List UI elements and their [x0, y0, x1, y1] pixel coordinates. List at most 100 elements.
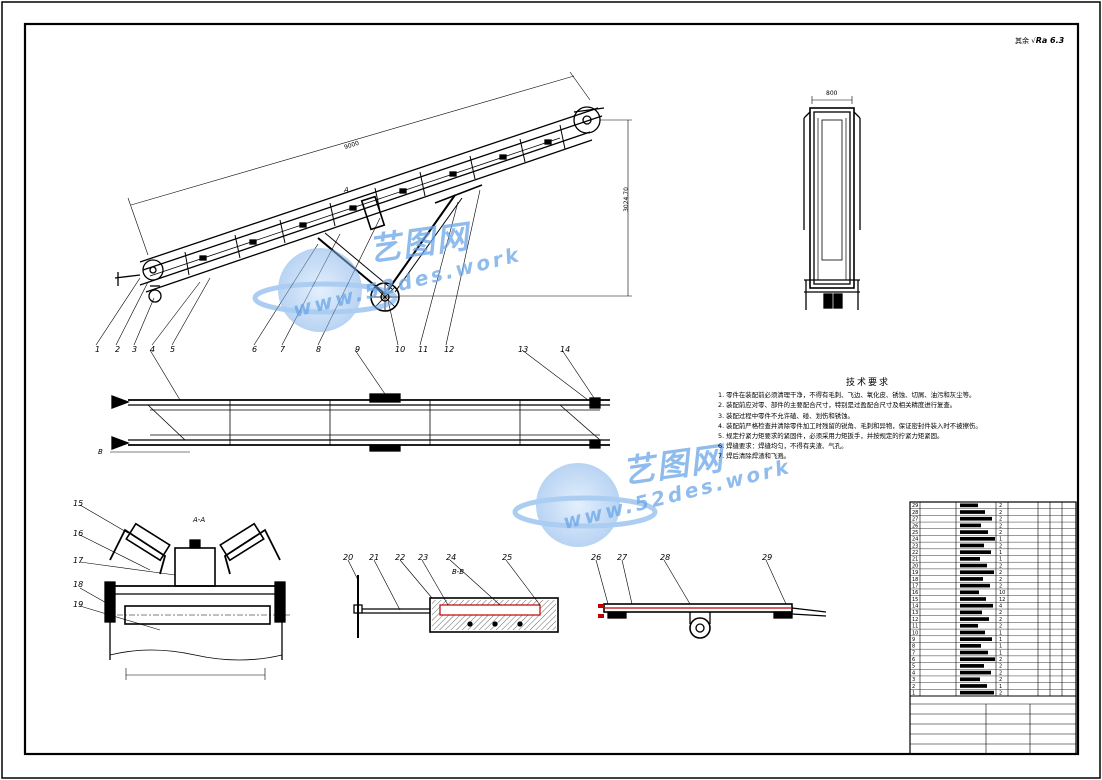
bom-item-number: 21	[912, 557, 918, 563]
bom-qty: 2	[999, 677, 1002, 683]
callout-27: 27	[617, 553, 628, 562]
bom-item-number: 13	[912, 610, 918, 616]
bom-name-cell	[960, 684, 987, 688]
bom-name-cell	[960, 690, 994, 695]
bom-name-cell	[960, 536, 995, 541]
bom-item-number: 1	[912, 691, 915, 697]
bom-item-number: 14	[912, 604, 918, 610]
bom-qty: 2	[999, 530, 1002, 536]
bom-qty: 2	[999, 583, 1002, 589]
tech-requirement-6: 6. 焊缝要求：焊缝均匀，不得有夹渣、气孔。	[718, 442, 848, 451]
bom-item-number: 16	[912, 590, 918, 596]
bom-qty: 12	[999, 597, 1005, 603]
bom-name-cell	[960, 563, 987, 568]
bom-qty: 2	[999, 670, 1002, 676]
bom-name-cell	[960, 670, 991, 675]
callout-5: 5	[170, 345, 176, 354]
bom-item-number: 25	[912, 530, 918, 536]
bom-qty: 1	[999, 644, 1002, 650]
part-detail-view	[598, 603, 827, 639]
technical-requirements: 技术要求 1. 零件在装配前必须清理干净，不得有毛刺、飞边、氧化皮、锈蚀、切屑、…	[718, 378, 1018, 462]
bom-qty: 1	[999, 630, 1002, 636]
callout-16: 16	[73, 529, 84, 538]
bom-name-cell	[960, 577, 983, 581]
callout-4: 4	[150, 345, 156, 354]
callout-29: 29	[762, 553, 773, 562]
bom-item-number: 17	[912, 583, 918, 589]
bom-item-number: 11	[912, 624, 918, 630]
section-b-label: B-B	[452, 568, 465, 576]
callout-17: 17	[73, 556, 84, 565]
bom-qty: 1	[999, 684, 1002, 690]
end-view	[803, 96, 861, 310]
tech-requirement-7: 7. 焊后清除焊渣和飞溅。	[718, 452, 791, 461]
bom-item-number: 23	[912, 543, 918, 549]
callout-10: 10	[395, 345, 406, 354]
bom-item-number: 22	[912, 550, 918, 556]
bom-name-cell	[960, 550, 991, 555]
bom-qty: 2	[999, 657, 1002, 663]
bom-item-number: 12	[912, 617, 918, 623]
bom-name-cell	[960, 657, 995, 662]
tech-requirement-3: 3. 装配过程中零件不允许磕、碰、划伤和锈蚀。	[718, 411, 854, 420]
bom-qty: 1	[999, 537, 1002, 543]
bom-name-cell	[960, 557, 980, 561]
bom-name-cell	[960, 637, 992, 641]
bom-qty: 2	[999, 617, 1002, 623]
bom-name-cell	[960, 643, 981, 648]
callout-26: 26	[591, 553, 602, 562]
roughness-value: Ra 6.3	[1035, 36, 1065, 45]
callout-22: 22	[395, 553, 406, 562]
bom-qty: 2	[999, 610, 1002, 616]
bom-qty: 2	[999, 523, 1002, 529]
bom-name-cell	[960, 677, 980, 682]
callout-25: 25	[502, 553, 513, 562]
bom-table	[909, 501, 1077, 755]
roughness-symbol-icon: √	[1031, 37, 1036, 45]
bom-item-number: 10	[912, 630, 918, 636]
bom-name-cell	[960, 610, 982, 615]
roughness-prefix: 其余	[1015, 37, 1029, 45]
bom-qty: 2	[999, 510, 1002, 516]
callout-12: 12	[444, 345, 455, 354]
bom-qty: 2	[999, 624, 1002, 630]
main-elevation-view	[114, 71, 632, 312]
section-a-view	[104, 522, 290, 680]
bom-item-number: 9	[912, 637, 915, 643]
callout-7: 7	[280, 345, 286, 354]
plan-section-marker: B	[98, 448, 103, 456]
main-section-marker: A	[344, 186, 349, 194]
tech-requirement-5: 5. 规定拧紧力矩要求的紧固件，必须采用力矩扳手，并按规定的拧紧力矩紧固。	[718, 432, 944, 441]
bom-qty: 2	[999, 664, 1002, 670]
dim-width: 800	[826, 90, 838, 97]
bom-name-cell	[960, 597, 986, 601]
callout-8: 8	[316, 345, 322, 354]
bom-qty: 10	[999, 590, 1005, 596]
bom-item-number: 26	[912, 523, 918, 529]
bom-qty: 2	[999, 691, 1002, 697]
bom-name-cell	[960, 664, 984, 668]
inner-border	[23, 22, 1080, 756]
bom-name-cell	[960, 510, 985, 514]
section-b-view	[353, 575, 559, 638]
section-a-label: A-A	[193, 516, 206, 524]
tech-requirement-1: 1. 零件在装配前必须清理干净，不得有毛刺、飞边、氧化皮、锈蚀、切屑、油污和灰尘…	[718, 391, 976, 400]
tech-requirement-4: 4. 装配前严格检查并清除零件加工时残留的锐角、毛刺和异物，保证密封件装入时不被…	[718, 421, 982, 430]
bom-name-cell	[960, 630, 985, 635]
bom-name-cell	[960, 603, 993, 608]
bom-item-number: 5	[912, 664, 915, 670]
bom-item-number: 19	[912, 570, 918, 576]
bom-qty: 2	[999, 570, 1002, 576]
bom-name-cell	[960, 543, 984, 548]
bom-item-number: 8	[912, 644, 915, 650]
bom-qty: 4	[999, 604, 1002, 610]
bom-item-number: 15	[912, 597, 918, 603]
bom-item-number: 29	[912, 503, 918, 509]
dim-height: 3024.70	[622, 187, 630, 212]
callout-6: 6	[252, 345, 258, 354]
bom-qty: 2	[999, 543, 1002, 549]
watermark-globe-2	[512, 463, 658, 547]
